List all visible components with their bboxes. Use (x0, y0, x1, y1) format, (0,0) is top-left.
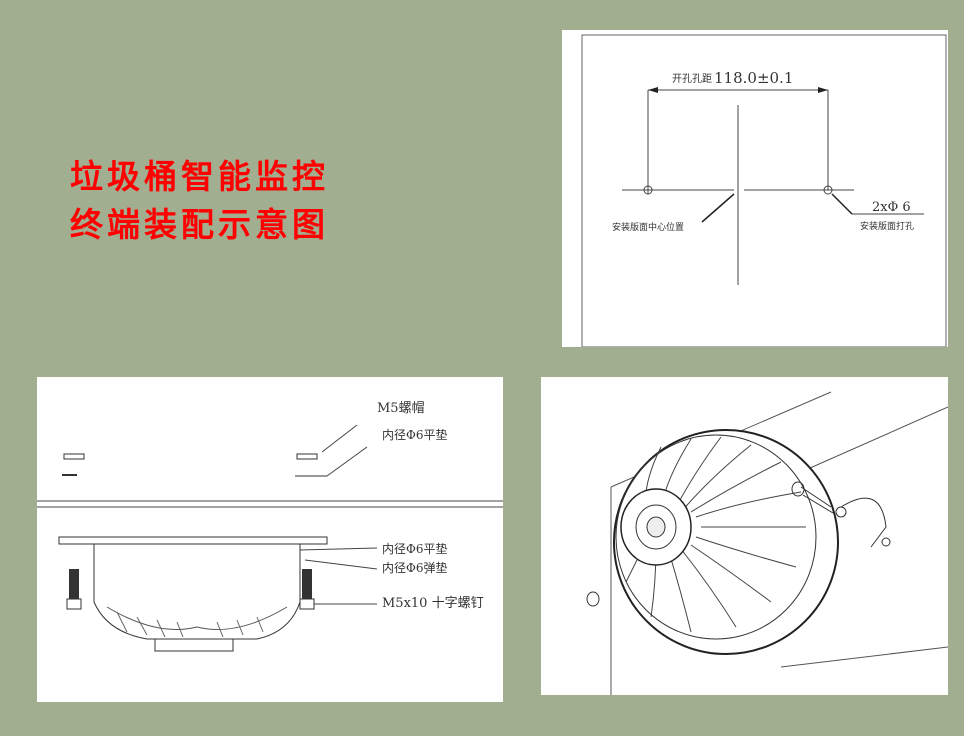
hole-label: 安装版面打孔 (860, 220, 914, 232)
center-label: 安装版面中心位置 (612, 221, 684, 233)
side-view-panel: M5螺帽 内径Φ6平垫 内径Φ6平垫 内径Φ6弹垫 M5x10 十字螺钉 (37, 377, 503, 702)
title-line-1: 垃圾桶智能监控 (70, 157, 329, 196)
dimension-value: 118.0±0.1 (714, 69, 793, 87)
label-flat-washer-top: 内径Φ6平垫 (382, 427, 447, 442)
side-view: M5螺帽 内径Φ6平垫 内径Φ6平垫 内径Φ6弹垫 M5x10 十字螺钉 (37, 400, 503, 652)
dimension-label: 开孔孔距 (672, 73, 712, 85)
label-m5x10-screw: M5x10 十字螺钉 (382, 596, 484, 611)
label-m5-nut: M5螺帽 (377, 400, 425, 416)
hole-drawing-panel: 开孔孔距 118.0±0.1 安装版面中心位置 2xΦ 6 安装版面打孔 (562, 30, 948, 348)
hole-drawing: 开孔孔距 118.0±0.1 安装版面中心位置 2xΦ 6 安装版面打孔 (581, 34, 947, 348)
label-spring-washer: 内径Φ6弹垫 (382, 560, 447, 575)
label-flat-washer: 内径Φ6平垫 (382, 541, 447, 556)
fan-3d-panel (541, 377, 949, 695)
fan-3d-illustration (586, 391, 949, 695)
title-line-2: 终端装配示意图 (70, 205, 329, 244)
hole-spec: 2xΦ 6 (872, 200, 911, 215)
